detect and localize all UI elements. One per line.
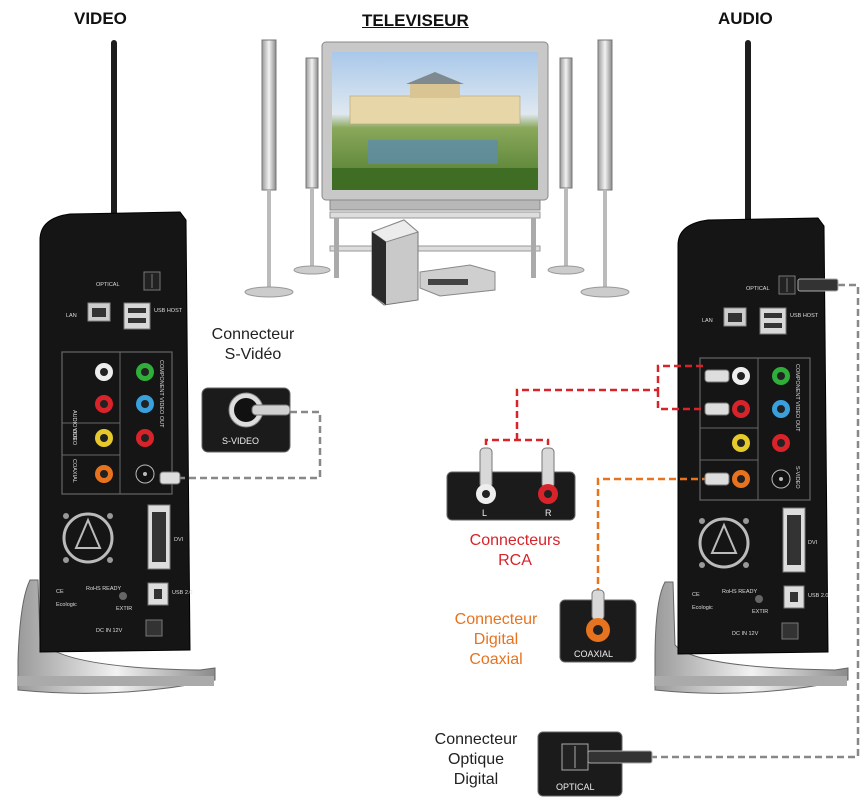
left-media-player: OPTICAL LAN USB HOST AUDIO OUT COMPONENT… [17, 40, 216, 694]
left-component-label: COMPONENT VIDEO OUT [158, 360, 164, 428]
right-dvi-label: DVI [808, 540, 818, 546]
left-lan-label: LAN [66, 313, 77, 319]
optical-connector-panel: OPTICAL [537, 731, 653, 797]
svideo-caption: Connecteur S-Vidéo [211, 326, 295, 363]
right-jack-pr [772, 434, 790, 452]
left-brand-label: Ecologic [56, 602, 77, 608]
right-media-player: OPTICAL LAN USB HOST COMPONENT VIDEO OUT… [654, 40, 849, 694]
dvd-player [419, 264, 496, 297]
speaker-front-right [580, 39, 630, 298]
left-jack-pr [136, 429, 154, 447]
coaxial-connector-panel: COAXIAL [559, 589, 637, 663]
audio-heading: AUDIO [718, 9, 773, 28]
left-coaxial-label: COAXIAL [71, 459, 77, 483]
right-usb20-label: USB 2.0 [808, 593, 828, 599]
rca-left-label: L [482, 508, 487, 518]
right-brand-label: Ecologic [692, 605, 713, 611]
right-jack-y [772, 367, 790, 385]
rca-caption: Connecteurs RCA [469, 532, 561, 569]
left-jack-video [95, 429, 113, 447]
right-jack-audio-l [732, 367, 750, 385]
left-audio-out-label: AUDIO OUT [71, 410, 77, 441]
optical-panel-label: OPTICAL [556, 782, 595, 792]
optical-plug-device [797, 278, 839, 292]
video-heading: VIDEO [74, 9, 127, 28]
right-jack-svideo [771, 469, 791, 489]
television [321, 41, 549, 278]
left-dvi-label: DVI [174, 537, 184, 543]
right-usb-host-label: USB HOST [790, 313, 819, 319]
rca-cable [484, 364, 705, 445]
subwoofer [370, 219, 420, 306]
left-usb-host-label: USB HOST [154, 308, 183, 314]
coaxial-caption: Connecteur Digital Coaxial [454, 611, 538, 668]
right-lan-label: LAN [702, 318, 713, 324]
speaker-rear-right [547, 57, 585, 275]
home-cinema-illustration [244, 39, 630, 306]
right-rohs-label: RoHS READY [722, 589, 757, 595]
right-dc-label: DC IN 12V [732, 631, 759, 637]
coaxial-panel-label: COAXIAL [574, 649, 613, 659]
left-jack-pb [136, 395, 154, 413]
coaxial-cable [596, 477, 705, 595]
right-svideo-label: S-VIDEO [794, 466, 800, 489]
rca-plug-l [704, 369, 730, 383]
speaker-rear-left [293, 57, 331, 275]
right-jack-pb [772, 400, 790, 418]
right-extir-label: EXTIR [752, 609, 768, 615]
right-jack-audio-r [732, 400, 750, 418]
televiseur-heading: TELEVISEUR [362, 11, 469, 30]
right-component-label: COMPONENT VIDEO OUT [794, 364, 800, 432]
left-ce-label: CE [56, 589, 64, 595]
coaxial-plug [704, 472, 730, 486]
svideo-plug-left [159, 471, 181, 485]
right-optical-label: OPTICAL [746, 286, 770, 292]
left-jack-y [136, 363, 154, 381]
optical-cable [652, 283, 860, 759]
left-jack-audio-l [95, 363, 113, 381]
speaker-front-left [244, 39, 294, 298]
left-video-label: VIDEO [71, 428, 77, 446]
left-extir-label: EXTIR [116, 606, 132, 612]
left-jack-svideo [135, 464, 155, 484]
rca-plug-r [704, 402, 730, 416]
rca-right-label: R [545, 508, 552, 518]
right-jack-video [732, 434, 750, 452]
svideo-connector-panel: S-VIDEO [201, 387, 291, 453]
left-rohs-label: RoHS READY [86, 586, 121, 592]
right-ce-label: CE [692, 592, 700, 598]
left-dc-label: DC IN 12V [96, 628, 123, 634]
optical-caption: Connecteur Optique Digital [434, 731, 518, 788]
svideo-panel-label: S-VIDEO [222, 436, 259, 446]
left-jack-coaxial [95, 465, 113, 483]
rca-connector-panel: L R [446, 447, 576, 521]
svideo-cable [178, 410, 322, 480]
left-jack-audio-r [95, 395, 113, 413]
left-usb20-label: USB 2.0 [172, 590, 192, 596]
left-optical-label: OPTICAL [96, 282, 120, 288]
right-jack-coaxial [732, 470, 750, 488]
